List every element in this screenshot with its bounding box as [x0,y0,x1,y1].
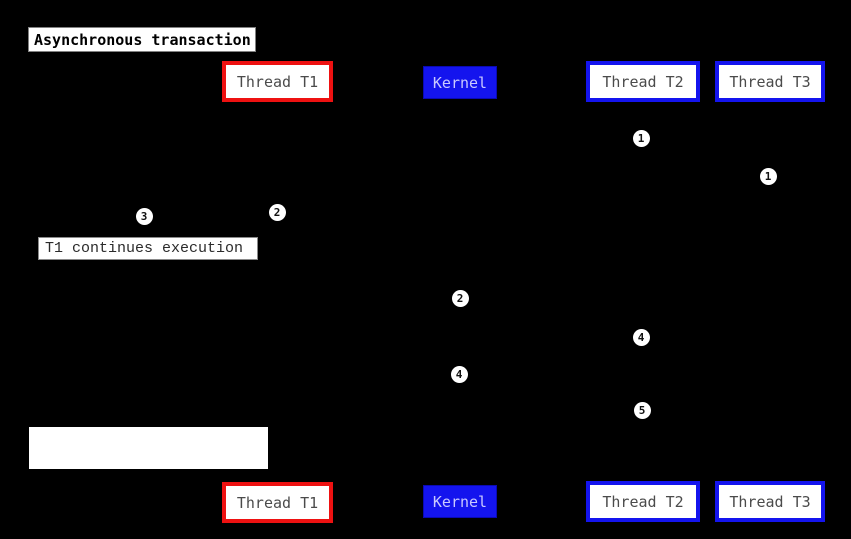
participant-kernel-top: Kernel [423,66,497,99]
step-marker-1: 1 [632,129,650,147]
step-marker-2: 2 [268,203,286,221]
note-t1-continues-execution: T1 continues execution [38,237,258,260]
thread-t1-label: Thread T1 [236,72,319,91]
step-marker-3: 3 [135,207,153,225]
participant-thread-t3-top: Thread T3 [715,61,825,102]
diagram-title: Asynchronous transaction [28,27,256,52]
thread-t3-label: Thread T3 [729,72,811,91]
participant-thread-t2-bottom: Thread T2 [586,481,700,522]
participant-thread-t3-bottom: Thread T3 [715,481,825,522]
kernel-label-bottom: Kernel [432,492,488,511]
blank-note [29,427,268,469]
step-marker-1: 1 [759,167,777,185]
thread-t2-label: Thread T2 [602,72,684,91]
thread-t3-label-bottom: Thread T3 [729,492,811,511]
step-marker-2: 2 [451,289,469,307]
kernel-label: Kernel [432,73,488,92]
participant-kernel-bottom: Kernel [423,485,497,518]
step-marker-5: 5 [633,401,651,419]
participant-thread-t1-bottom: Thread T1 [222,482,333,523]
step-marker-4: 4 [632,328,650,346]
thread-t2-label-bottom: Thread T2 [602,492,684,511]
participant-thread-t1-top: Thread T1 [222,61,333,102]
participant-thread-t2-top: Thread T2 [586,61,700,102]
thread-t1-label-bottom: Thread T1 [236,493,319,512]
step-marker-4: 4 [450,365,468,383]
